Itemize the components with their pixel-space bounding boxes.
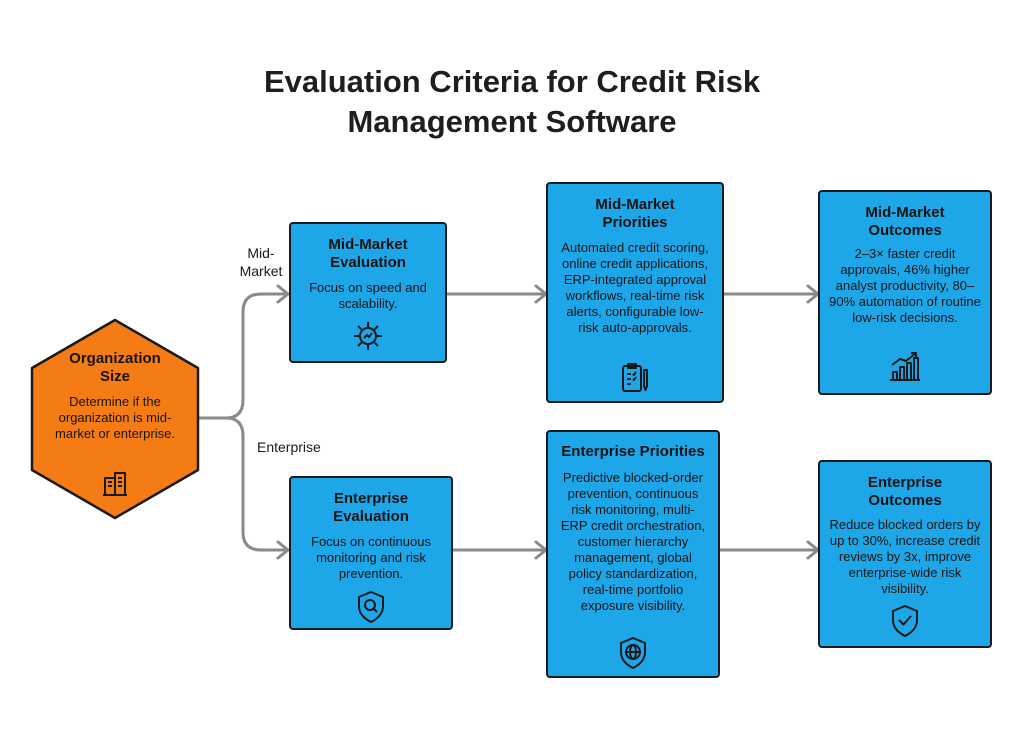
document-pen-icon [622,363,648,392]
enterprise-priorities-heading: Enterprise Priorities [561,443,705,460]
mid-market-priorities-box: Mid-Market Priorities Automated credit s… [546,182,724,403]
enterprise-evaluation-heading: Enterprise Evaluation [333,490,409,525]
enterprise-priorities-text: Predictive blocked-order prevention, con… [560,470,706,613]
enterprise-priorities-box: Enterprise Priorities Predictive blocked… [546,430,720,678]
arrowhead-mid-eval [276,284,290,304]
enterprise-outcomes-heading: Enterprise Outcomes [867,474,943,509]
mid-market-evaluation-heading: Mid-Market Evaluation [328,236,408,271]
branch-label-mid-market-line-2: Market [239,263,283,279]
branch-label-mid-market: Mid- Market [234,244,288,280]
organization-size-heading-line-2: Size [99,368,130,385]
shield-check-icon [892,605,918,637]
connector-branch-mid-market [224,292,290,420]
mid-market-evaluation-box: Mid-Market Evaluation Focus on speed and… [289,222,447,363]
organization-size-node: Organization Size Determine if the organ… [30,318,200,520]
title-line-1: Evaluation Criteria for Credit Risk [263,64,761,99]
organization-size-description: Determine if the organization is mid-mar… [55,394,175,441]
mid-market-evaluation-text: Focus on speed and scalability. [309,280,427,311]
shield-search-icon [358,591,384,623]
bar-chart-trend-icon [890,352,920,381]
mid-market-priorities-text: Automated credit scoring, online credit … [561,240,709,335]
mid-market-outcomes-heading: Mid-Market Outcomes [865,204,945,239]
connector-branch-enterprise [224,416,290,552]
diagram-title: Evaluation Criteria for Credit Risk Mana… [0,62,1024,142]
title-line-2: Management Software [347,104,677,139]
hexagon-shape [30,318,200,520]
building-icon [103,472,127,496]
mid-market-outcomes-box: Mid-Market Outcomes 2–3× faster credit a… [818,190,992,395]
branch-label-mid-market-line-1: Mid- [247,245,275,261]
arrowhead-ent-eval [276,540,290,560]
enterprise-outcomes-box: Enterprise Outcomes Reduce blocked order… [818,460,992,648]
mid-market-outcomes-text: 2–3× faster credit approvals, 46% higher… [829,246,981,325]
shield-globe-icon [620,637,646,669]
mid-market-priorities-heading: Mid-Market Priorities [595,196,675,231]
gear-icon [354,322,382,350]
enterprise-outcomes-text: Reduce blocked orders by up to 30%, incr… [829,517,981,596]
enterprise-evaluation-text: Focus on continuous monitoring and risk … [311,534,431,581]
organization-size-heading: Organization Size [44,350,186,386]
enterprise-evaluation-box: Enterprise Evaluation Focus on continuou… [289,476,453,630]
organization-size-heading-line-1: Organization [69,350,161,367]
branch-label-enterprise: Enterprise [257,439,321,455]
